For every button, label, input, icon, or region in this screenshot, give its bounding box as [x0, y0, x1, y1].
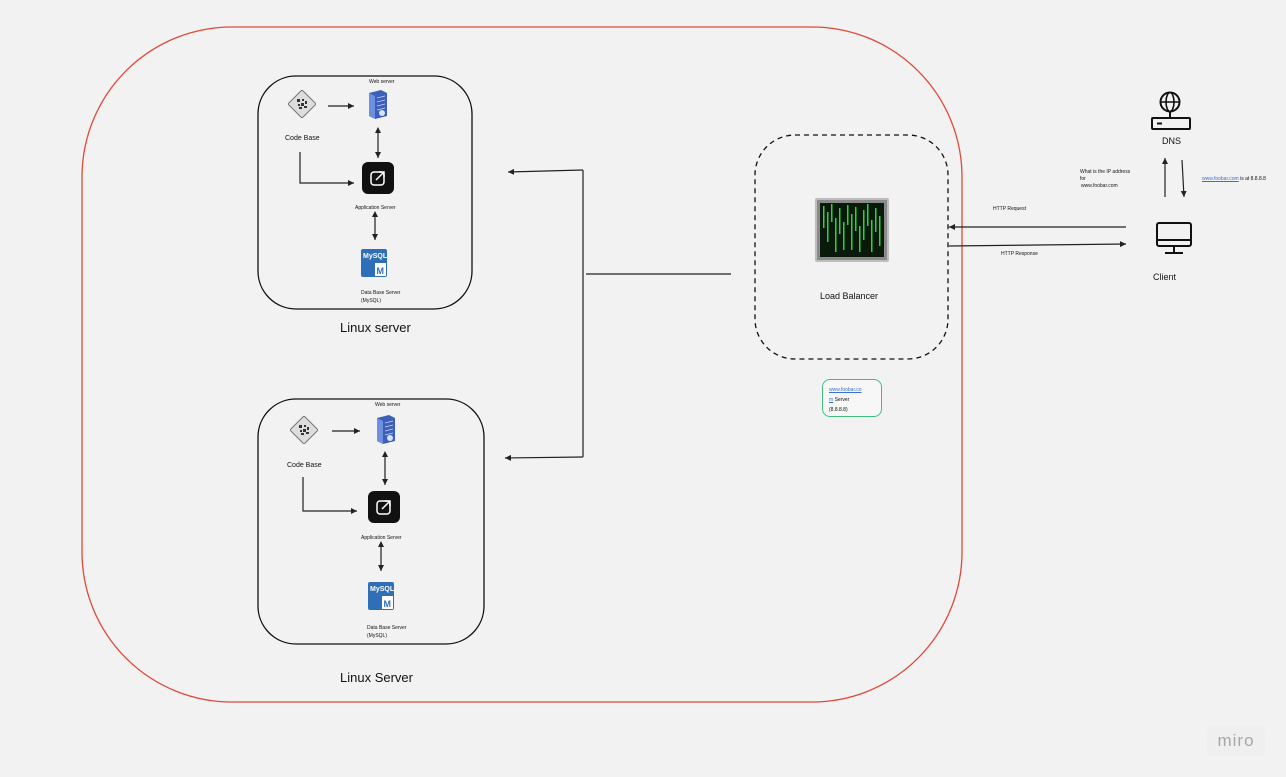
linux-server-title-2: Linux Server: [340, 670, 413, 685]
application-server-label-2: Application Server: [361, 535, 402, 541]
svg-text:M: M: [377, 266, 385, 276]
dns-question: What is the IP address for www.foobar.co…: [1080, 169, 1131, 189]
dns-label: DNS: [1162, 136, 1182, 146]
server-info-card: www.foobar.co m Server (8.8.8.8): [822, 379, 882, 417]
application-server-label-1: Application Server: [355, 205, 396, 211]
linux-server-title-1: Linux server: [340, 320, 411, 335]
load-balancer-label: Load Balancer: [820, 291, 879, 301]
code-base-icon-2: [290, 416, 318, 444]
application-server-icon-2: [368, 491, 400, 523]
application-server-icon-1: [362, 162, 394, 194]
web-server-icon-1: [369, 90, 387, 119]
mysql-logo-text-1: MySQL: [363, 253, 388, 260]
code-base-label-2: Code Base: [287, 462, 322, 469]
server-domain-link-line2[interactable]: m: [829, 397, 834, 403]
database-server-label-1: Data Base Server (MySQL): [361, 290, 401, 304]
server-suffix: Server: [834, 397, 850, 403]
mysql-logo-text-2: MySQL: [370, 586, 395, 593]
miro-watermark: miro: [1207, 726, 1265, 756]
database-server-label-2: Data Base Server (MySQL): [367, 625, 407, 639]
http-response-label: HTTP Response: [1001, 251, 1038, 257]
load-balancer-box: [754, 134, 949, 360]
svg-text:M: M: [384, 599, 392, 609]
web-server-icon-2: [377, 415, 395, 444]
linux-server-box-2: [257, 398, 485, 645]
load-balancer-icon: [815, 198, 889, 262]
server-ip: (8.8.8.8): [829, 407, 848, 413]
web-server-label-1: Web server: [369, 79, 395, 85]
linux-server-box-1: [257, 75, 473, 310]
web-server-label-2: Web server: [375, 402, 401, 408]
mysql-database-icon-1: MySQL M: [361, 249, 388, 277]
dns-answer: www.foobar.com is at 8.8.8.8: [1202, 176, 1266, 182]
client-monitor-icon: [1156, 222, 1192, 254]
outer-region: [81, 26, 963, 703]
code-base-label-1: Code Base: [285, 135, 320, 142]
server-domain-link-line1[interactable]: www.foobar.co: [829, 387, 862, 393]
http-request-label: HTTP Request: [993, 206, 1026, 212]
code-base-icon-1: [288, 90, 316, 118]
dns-answer-link[interactable]: www.foobar.com: [1202, 176, 1239, 182]
client-label: Client: [1153, 272, 1177, 282]
dns-globe-icon: [1151, 91, 1191, 130]
mysql-database-icon-2: MySQL M: [368, 582, 395, 610]
